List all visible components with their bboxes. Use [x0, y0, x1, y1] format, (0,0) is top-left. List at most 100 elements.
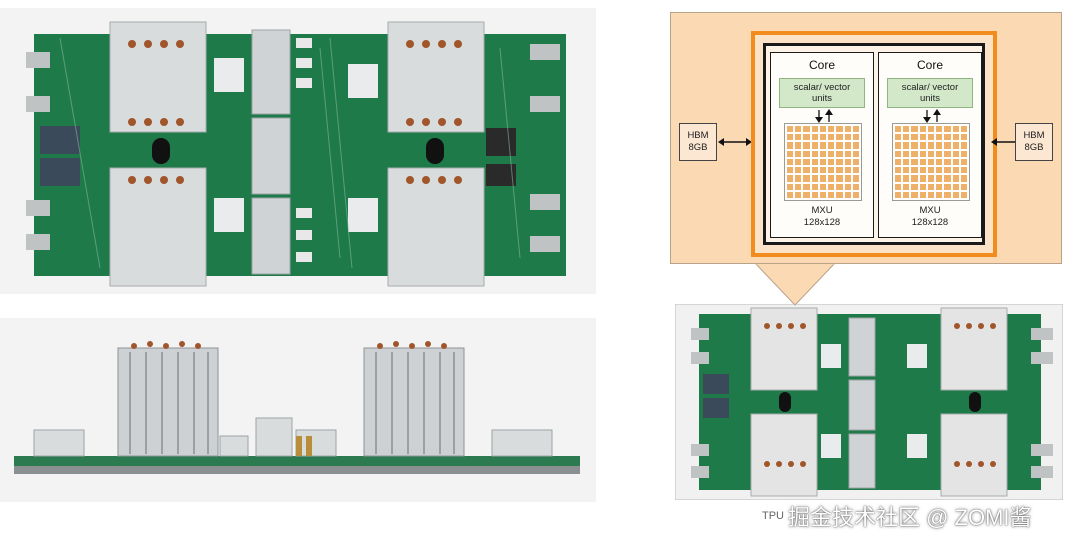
tpu-board-top-drawing	[0, 8, 596, 294]
mxu-cell	[844, 150, 851, 157]
mxu-cell	[787, 134, 794, 141]
mxu-cell	[952, 191, 959, 198]
mxu-cell	[895, 183, 902, 190]
mxu-cell	[852, 150, 859, 157]
mxu-cell	[803, 142, 810, 149]
mxu-cell	[936, 150, 943, 157]
mxu-cell	[852, 167, 859, 174]
mxu-cell	[895, 126, 902, 133]
mxu-cell	[811, 175, 818, 182]
mxu-cell	[836, 183, 843, 190]
mxu-cell	[803, 158, 810, 166]
mxu-cell	[895, 142, 902, 149]
mxu-cell	[895, 150, 902, 157]
mxu-cell	[836, 175, 843, 182]
hbm-left-arrow	[718, 138, 752, 146]
mxu-cell	[803, 175, 810, 182]
mxu-cell	[795, 191, 802, 198]
mxu-cell	[919, 167, 926, 174]
core-2-mxu-grid	[892, 123, 970, 201]
mxu-cell	[960, 126, 967, 133]
mxu-cell	[944, 134, 951, 141]
mxu-cell	[960, 175, 967, 182]
mxu-cell	[836, 126, 843, 133]
mxu-cell	[852, 175, 859, 182]
mxu-cell	[836, 158, 843, 166]
mxu-cell	[844, 158, 851, 166]
core-2-mxu-size: 128x128	[911, 217, 949, 228]
mxu-cell	[828, 134, 835, 141]
mxu-cell	[903, 158, 910, 166]
mxu-cell	[903, 191, 910, 198]
mxu-cell	[936, 158, 943, 166]
mxu-cell	[944, 126, 951, 133]
mxu-cell	[903, 150, 910, 157]
mxu-cell	[819, 191, 827, 198]
mxu-cell	[919, 183, 926, 190]
mxu-cell	[787, 183, 794, 190]
mxu-cell	[811, 142, 818, 149]
mxu-cell	[895, 158, 902, 166]
core-2-title: Core	[916, 58, 943, 72]
mxu-cell	[852, 134, 859, 141]
core-1-mxu-name: MXU	[811, 205, 833, 216]
mxu-cell	[844, 183, 851, 190]
mxu-cell	[903, 142, 910, 149]
mxu-cell	[911, 150, 918, 157]
mxu-cell	[811, 191, 818, 198]
mxu-cell	[944, 142, 951, 149]
tpu-chip-outline: Core scalar/ vector units MXU 128x128	[751, 31, 997, 257]
mxu-cell	[936, 167, 943, 174]
mxu-cell	[960, 158, 967, 166]
mxu-cell	[944, 167, 951, 174]
mxu-cell	[911, 142, 918, 149]
figure-caption: TPU	[762, 510, 784, 522]
mxu-cell	[852, 191, 859, 198]
hbm-left: HBM 8GB	[679, 123, 717, 161]
tpu-architecture-callout: HBM 8GB Core scalar/ vector units	[670, 12, 1062, 264]
hbm-right: HBM 8GB	[1015, 123, 1053, 161]
mxu-cell	[944, 191, 951, 198]
watermark: 掘金技术社区 @ ZOMI酱	[788, 505, 1032, 530]
mxu-cell	[844, 134, 851, 141]
mxu-cell	[927, 150, 935, 157]
mxu-cell	[819, 134, 827, 141]
mxu-cell	[836, 150, 843, 157]
core-2-units-label: scalar/ vector units	[901, 82, 959, 104]
mxu-cell	[927, 134, 935, 141]
tpu-board-small-drawing	[675, 304, 1063, 500]
mxu-cell	[811, 158, 818, 166]
mxu-cell	[795, 183, 802, 190]
mxu-cell	[819, 183, 827, 190]
callout-box: HBM 8GB Core scalar/ vector units	[670, 12, 1062, 264]
mxu-cell	[919, 142, 926, 149]
hbm-right-size: 8GB	[1024, 142, 1044, 153]
mxu-cell	[927, 142, 935, 149]
mxu-cell	[819, 142, 827, 149]
mxu-cell	[844, 175, 851, 182]
mxu-cell	[803, 126, 810, 133]
core-1-units-mxu-arrows	[815, 109, 833, 123]
mxu-cell	[803, 191, 810, 198]
mxu-cell	[828, 150, 835, 157]
mxu-cell	[936, 142, 943, 149]
tpu-chip: Core scalar/ vector units MXU 128x128	[763, 43, 985, 245]
mxu-cell	[936, 175, 943, 182]
mxu-cell	[795, 167, 802, 174]
mxu-cell	[927, 183, 935, 190]
tpu-board-top-photo	[0, 8, 596, 294]
core-2-units-mxu-arrows	[923, 109, 941, 123]
mxu-cell	[936, 183, 943, 190]
mxu-cell	[936, 126, 943, 133]
mxu-cell	[895, 134, 902, 141]
mxu-cell	[828, 175, 835, 182]
mxu-cell	[936, 134, 943, 141]
mxu-cell	[828, 183, 835, 190]
mxu-cell	[952, 150, 959, 157]
mxu-cell	[919, 158, 926, 166]
mxu-cell	[895, 167, 902, 174]
mxu-cell	[911, 183, 918, 190]
core-1-mxu-label: MXU 128x128	[771, 205, 873, 229]
mxu-cell	[911, 158, 918, 166]
mxu-cell	[927, 158, 935, 166]
